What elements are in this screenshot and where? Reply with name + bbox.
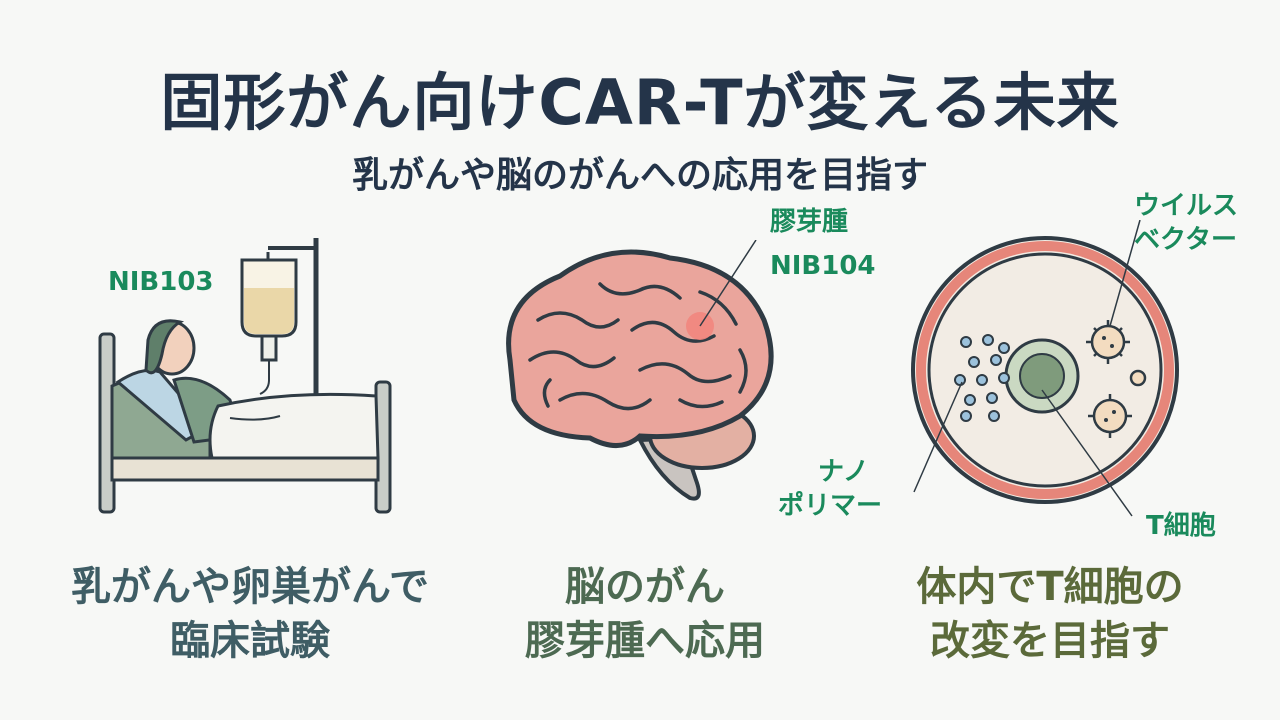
label-virus-vector-2: ベクター — [1134, 225, 1237, 255]
caption-cell-line2: 改変を目指す — [930, 618, 1170, 664]
caption-cell: 体内でT細胞の 改変を目指す — [850, 560, 1250, 668]
caption-brain: 脳のがん 膠芽腫へ応用 — [460, 560, 830, 668]
caption-brain-line1: 脳のがん — [565, 564, 725, 610]
label-virus-vector-1: ウイルス — [1134, 191, 1239, 221]
label-tcell: T細胞 — [1146, 511, 1216, 541]
caption-patient-line2: 臨床試験 — [170, 618, 330, 664]
page-title: 固形がん向けCAR-Tが変える未来 — [160, 66, 1120, 139]
label-nanopolymer-2: ポリマー — [778, 491, 883, 521]
patient-bed-illustration — [98, 238, 392, 514]
label-nanopolymer-1: ナノ — [818, 457, 869, 487]
caption-patient: 乳がんや卵巣がんで 臨床試験 — [40, 560, 460, 668]
brain-illustration — [506, 240, 774, 501]
label-nib104: NIB104 — [770, 251, 876, 281]
caption-cell-line1: 体内でT細胞の — [916, 564, 1184, 610]
cell-diagram — [911, 220, 1179, 517]
page-subtitle: 乳がんや脳のがんへの応用を目指す — [351, 155, 928, 196]
caption-brain-line2: 膠芽腫へ応用 — [525, 618, 765, 664]
caption-patient-line1: 乳がんや卵巣がんで — [71, 564, 429, 610]
label-glioblastoma: 膠芽腫 — [770, 207, 849, 237]
label-nib103: NIB103 — [108, 267, 214, 297]
